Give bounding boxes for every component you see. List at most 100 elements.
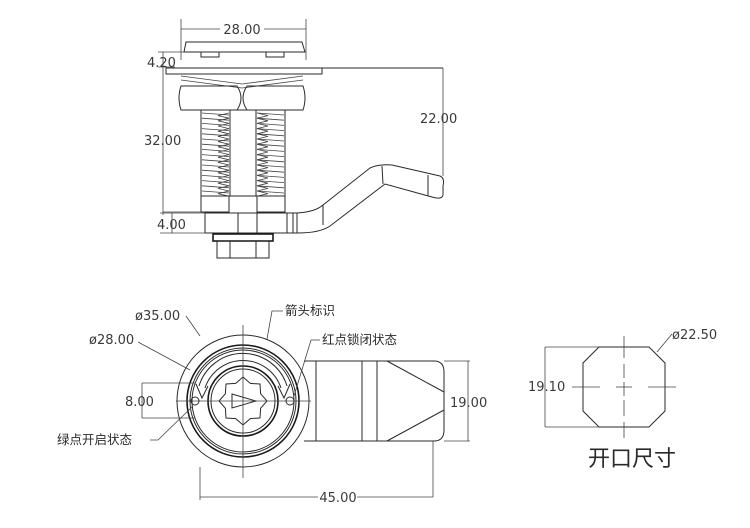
thread-line: [201, 185, 230, 189]
dim-cutout-diameter: ø22.50: [656, 328, 717, 353]
thread-tooth: [217, 138, 230, 145]
thread-line: [256, 169, 285, 173]
thread-tooth: [256, 180, 269, 187]
thread-tooth: [217, 143, 230, 150]
thread-line: [256, 133, 285, 137]
thread-line: [201, 169, 230, 173]
dim-cam-width-text: 19.00: [450, 396, 487, 411]
label-arrow-mark: 箭头标识: [266, 303, 335, 340]
thread-line: [201, 164, 230, 168]
label-arrow-mark-text: 箭头标识: [285, 303, 335, 318]
spring-washer: [180, 75, 304, 89]
thread-tooth: [217, 175, 230, 181]
thread-tooth: [217, 164, 230, 171]
label-green-dot: 绿点开启状态: [57, 405, 194, 447]
thread-tooth: [256, 133, 269, 140]
thread-tooth: [256, 164, 269, 171]
dim-cam-length-text: 45.00: [319, 491, 356, 506]
thread-line: [201, 128, 230, 131]
thread-tooth: [256, 123, 269, 129]
green-dot: [190, 396, 200, 406]
threaded-body: [200, 109, 286, 213]
dim-body-length-text: 32.00: [144, 134, 181, 149]
thread-line: [201, 159, 230, 163]
thread-line: [201, 180, 230, 183]
mount-plate: [165, 67, 323, 75]
dim-cam-offset-text: 22.00: [420, 112, 457, 127]
thread-line: [256, 164, 285, 168]
thread-line: [256, 175, 285, 178]
thread-line: [201, 112, 230, 116]
thread-line: [256, 123, 285, 126]
thread-line: [201, 133, 230, 137]
thread-tooth: [256, 190, 269, 197]
cap-foot-right: [265, 51, 285, 58]
arrow-right-icon: [277, 383, 291, 400]
thread-line: [201, 143, 230, 147]
dim-flange-thickness-text: 4.20: [147, 56, 176, 71]
thread-tooth: [217, 117, 230, 124]
thread-tooth: [256, 154, 269, 161]
dim-cam-length: 45.00: [199, 441, 434, 506]
cam-plate: [304, 360, 445, 442]
thread-line: [201, 138, 230, 142]
thread-tooth: [217, 112, 230, 119]
red-dot: [285, 396, 295, 406]
label-red-dot: 红点锁闭状态: [293, 332, 397, 397]
thread-line: [201, 175, 230, 178]
thread-tooth: [256, 143, 269, 150]
thread-line: [256, 185, 285, 189]
dim-cam-width: 19.00: [444, 360, 487, 442]
thread-line: [256, 117, 285, 121]
thread-line: [201, 190, 230, 194]
dim-cam-thickness: 4.00: [157, 212, 205, 234]
hex-nut-right: [242, 85, 306, 111]
thread-line: [201, 123, 230, 126]
thread-tooth: [217, 180, 230, 187]
thread-tooth: [217, 149, 230, 155]
cutout-view: ø22.50 19.10 开口尺寸: [528, 328, 717, 472]
thread-tooth: [217, 159, 230, 166]
thread-tooth: [256, 117, 269, 124]
cutout-title: 开口尺寸: [588, 447, 676, 472]
dim-inner-diameter: ø28.00: [89, 333, 191, 371]
dim-outer-diameter-text: ø35.00: [135, 309, 180, 324]
thread-tooth: [217, 190, 230, 197]
thread-line: [256, 159, 285, 163]
label-red-dot-text: 红点锁闭状态: [322, 332, 397, 347]
flange-cap: [183, 41, 306, 53]
thread-line: [201, 149, 230, 152]
thread-tooth: [256, 138, 269, 145]
dim-outer-diameter: ø35.00: [135, 309, 201, 337]
dim-flange-width: 28.00: [180, 19, 307, 60]
side-view: 28.00 4.20 32.0: [144, 19, 457, 259]
thread-tooth: [217, 154, 230, 161]
thread-line: [256, 143, 285, 147]
dim-flange-thickness: 4.20: [147, 51, 184, 215]
thread-tooth: [256, 149, 269, 155]
thread-tooth: [256, 112, 269, 119]
thread-line: [201, 117, 230, 121]
thread-tooth: [217, 133, 230, 140]
thread-line: [201, 154, 230, 157]
thread-tooth: [256, 175, 269, 181]
dim-flange-width-text: 28.00: [223, 23, 260, 38]
thread-line: [256, 154, 285, 157]
dim-inner-diameter-text: ø28.00: [89, 333, 134, 348]
cap-foot-left: [200, 51, 220, 58]
dim-dot-spacing-text: 8.00: [125, 395, 154, 410]
thread-line: [256, 138, 285, 142]
thread-tooth: [256, 185, 269, 192]
dim-dot-spacing: 8.00: [125, 382, 195, 419]
thread-line: [256, 149, 285, 152]
arrow-left-icon: [195, 383, 209, 400]
dim-cam-thickness-text: 4.00: [157, 218, 186, 233]
dim-cutout-flat-text: 19.10: [528, 380, 565, 395]
thread-tooth: [256, 169, 269, 176]
hex-nut-left: [178, 85, 242, 111]
thread-tooth: [256, 128, 269, 135]
thread-tooth: [217, 169, 230, 176]
front-view: ø35.00 ø28.00 箭头标识 红点锁闭状态 8.00 绿点开启状态: [57, 303, 487, 506]
dim-cutout-diameter-text: ø22.50: [672, 328, 717, 343]
